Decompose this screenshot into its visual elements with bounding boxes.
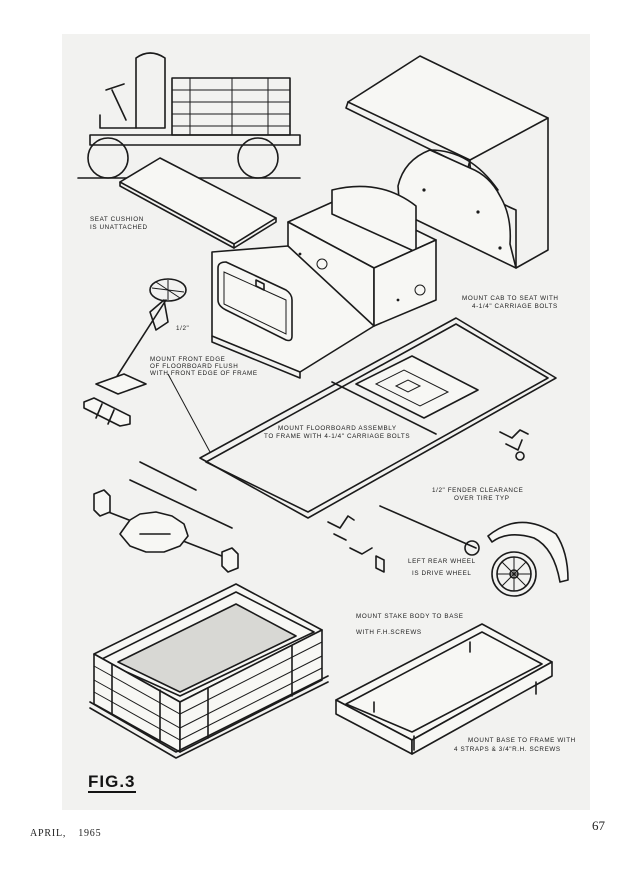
stake-body-label-line2: WITH F.H.SCREWS: [356, 629, 422, 636]
fender-clearance-label-line2: OVER TIRE TYP: [454, 495, 510, 502]
axle-and-sprocket: [93, 461, 477, 573]
stake-body-label-line1: MOUNT STAKE BODY TO BASE: [356, 613, 464, 620]
front-edge-label-line1: MOUNT FRONT EDGE: [150, 356, 226, 363]
fender-clearance-label-line1: 1/2" FENDER CLEARANCE: [432, 487, 523, 494]
floorboard-label-line2: TO FRAME WITH 4-1/4" CARRIAGE BOLTS: [264, 433, 410, 440]
rear-wheel-and-fender: [464, 521, 569, 597]
steering-assembly: [83, 278, 187, 427]
truck-overview-sketch: [77, 52, 301, 179]
footer-year: 1965: [78, 828, 102, 839]
seat-box: [287, 185, 437, 327]
axle-brackets: [327, 429, 529, 573]
cab-assembly: [345, 55, 549, 269]
stake-body: [89, 583, 329, 759]
mount-base-label-line2: 4 STRAPS & 3/4"R.H. SCREWS: [454, 746, 561, 753]
rear-wheel-label-line1: LEFT REAR WHEEL: [408, 558, 476, 565]
footer-date: APRIL, 1965: [30, 828, 101, 839]
figure-label: FIG.3: [88, 772, 136, 793]
rear-wheel-label-line2: IS DRIVE WHEEL: [412, 570, 472, 577]
front-edge-leader-line: [167, 373, 211, 453]
seat-cushion-board: [119, 157, 277, 249]
body-base-tray: [335, 623, 553, 755]
chassis-frame: [199, 317, 557, 519]
dimension-half-inch: 1/2": [176, 325, 189, 332]
mount-base-label-line1: MOUNT BASE TO FRAME WITH: [468, 737, 576, 744]
seat-cushion-label-line1: SEAT CUSHION: [90, 216, 144, 223]
page-number: 67: [592, 818, 605, 833]
front-edge-label-line2: OF FLOORBOARD FLUSH: [150, 363, 238, 370]
mount-cab-label-line2: 4-1/4" CARRIAGE BOLTS: [472, 303, 558, 310]
floorboard-label-line1: MOUNT FLOORBOARD ASSEMBLY: [278, 425, 397, 432]
footer-month: APRIL,: [30, 828, 67, 839]
front-edge-label-line3: WITH FRONT EDGE OF FRAME: [150, 370, 258, 377]
floorboard-panel: [211, 245, 375, 379]
mount-cab-label-line1: MOUNT CAB TO SEAT WITH: [462, 295, 559, 302]
seat-cushion-label-line2: IS UNATTACHED: [90, 224, 148, 231]
